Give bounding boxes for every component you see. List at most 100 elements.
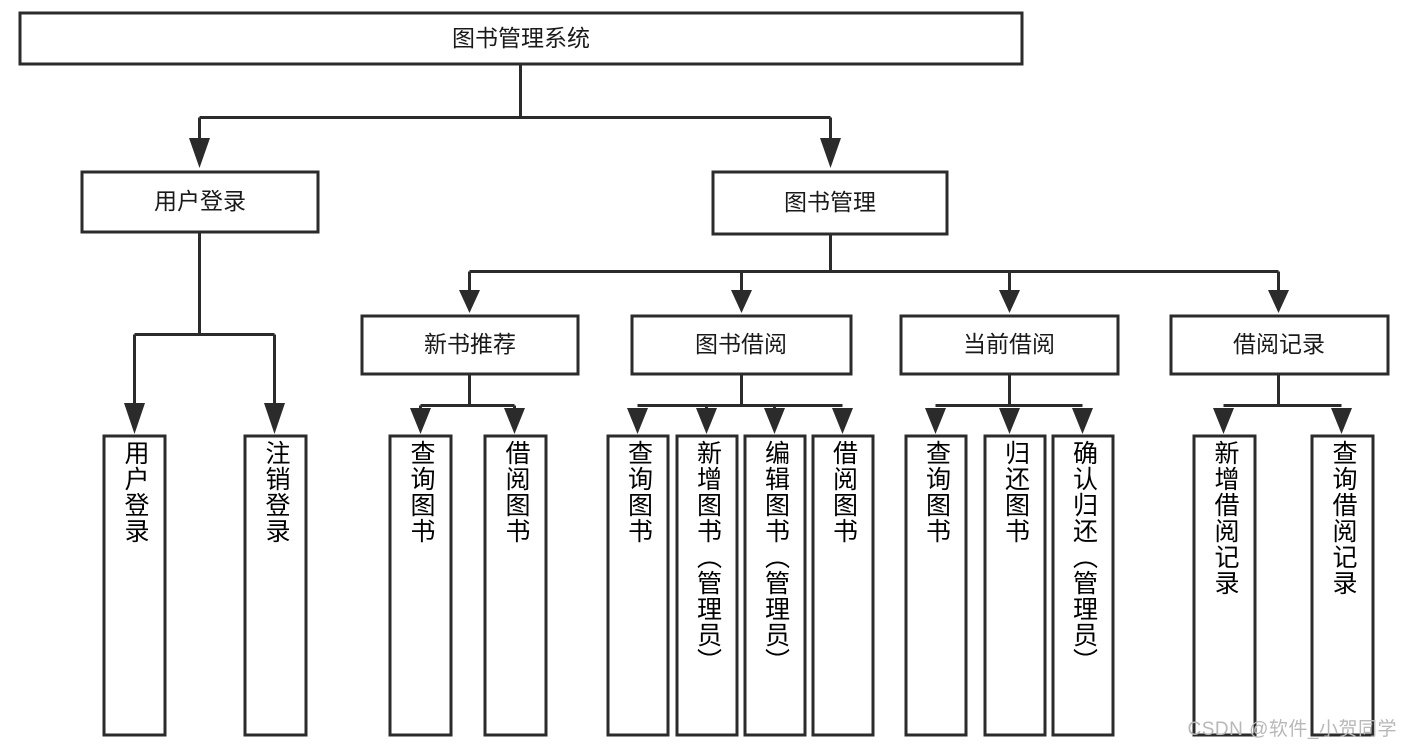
leaf-node-bb-add-book[interactable]: 新增图书（管理员）: [675, 434, 739, 737]
leaf-nbr-borrow-book-box[interactable]: [483, 434, 548, 737]
leaf-br-add-record-label: 新增借阅记录: [1211, 440, 1239, 596]
arrow-head-br-leaf-1: [1213, 408, 1234, 434]
leaf-bb-query-book-box[interactable]: [606, 434, 670, 737]
leaf-bb-query-book-label: 查询图书: [624, 440, 653, 544]
leaf-logout-box[interactable]: [243, 434, 308, 737]
node-book-management-label: 图书管理: [784, 189, 876, 215]
arrow-head-borrow-record: [1268, 290, 1289, 313]
leaf-user-login-label: 用户登录: [121, 440, 149, 544]
leaf-node-cb-query-book[interactable]: 查询图书: [904, 434, 968, 737]
leaf-bb-query-book-text-holder: 查询图书: [624, 440, 653, 544]
leaf-cb-return-book-label: 归还图书: [1001, 440, 1030, 544]
node-borrow-record-label: 借阅记录: [1233, 331, 1325, 357]
connector-group-new-book-recommend: [410, 374, 525, 434]
node-user-login-box[interactable]: [80, 170, 320, 234]
leaf-br-query-record-text-holder: 查询借阅记录: [1329, 440, 1357, 596]
arrow-head-cb-leaf-3: [1072, 408, 1093, 434]
arrow-head-book-mgmt: [820, 138, 841, 168]
node-book-borrow-box[interactable]: [630, 314, 853, 376]
leaf-cb-return-book-text-holder: 归还图书: [1001, 440, 1030, 544]
arrow-head-current-borrow: [999, 290, 1020, 313]
arrow-head-nbr-leaf-1: [410, 408, 431, 434]
leaf-cb-confirm-return-box[interactable]: [1051, 434, 1115, 737]
leaf-node-bb-query-book[interactable]: 查询图书: [606, 434, 670, 737]
leaf-user-login-box[interactable]: [102, 434, 167, 737]
leaf-bb-edit-book-text-holder: 编辑图书（管理员）: [761, 440, 790, 674]
node-borrow-record[interactable]: 借阅记录: [1169, 314, 1390, 376]
arrow-head-user-login: [189, 138, 210, 168]
arrow-head-leaf-logout: [264, 403, 285, 434]
leaf-bb-borrow-book-text-holder: 借阅图书: [829, 440, 858, 544]
leaf-logout-text-holder: 注销登录: [262, 440, 290, 544]
node-book-borrow[interactable]: 图书借阅: [630, 314, 853, 376]
arrow-head-book-borrow: [731, 290, 752, 313]
node-user-login-label: 用户登录: [154, 188, 246, 214]
leaf-bb-borrow-book-box[interactable]: [811, 434, 875, 737]
leaf-node-bb-edit-book[interactable]: 编辑图书（管理员）: [743, 434, 807, 737]
leaf-br-add-record-text-holder: 新增借阅记录: [1211, 440, 1239, 596]
node-book-management[interactable]: 图书管理: [711, 170, 949, 236]
leaf-br-query-record-label: 查询借阅记录: [1329, 440, 1357, 596]
node-new-book-recommend-label: 新书推荐: [424, 331, 516, 357]
arrow-head-cb-leaf-2: [999, 408, 1020, 434]
node-root[interactable]: 图书管理系统: [18, 11, 1024, 66]
leaf-bb-edit-book-label: 编辑图书（管理员）: [761, 440, 790, 674]
node-current-borrow-box[interactable]: [899, 314, 1120, 376]
leaf-cb-query-book-label: 查询图书: [922, 440, 951, 544]
leaf-nbr-borrow-book-label: 借阅图书: [502, 440, 530, 544]
node-book-management-box[interactable]: [711, 170, 949, 236]
node-new-book-recommend[interactable]: 新书推荐: [360, 314, 580, 376]
arrow-head-leaf-user-login: [124, 403, 145, 434]
leaf-bb-edit-book-box[interactable]: [743, 434, 807, 737]
leaf-nbr-query-book-text-holder: 查询图书: [407, 440, 435, 544]
arrow-head-new-book: [459, 290, 480, 313]
leaf-node-br-add-record[interactable]: 新增借阅记录: [1192, 434, 1257, 737]
leaf-node-nbr-query-book[interactable]: 查询图书: [388, 434, 453, 737]
leaf-bb-borrow-book-label: 借阅图书: [829, 440, 858, 544]
leaf-node-cb-confirm-return[interactable]: 确认归还（管理员）: [1051, 434, 1115, 737]
connector-group-user-login: [124, 232, 285, 434]
connector-group-borrow-record: [1213, 374, 1352, 434]
leaf-cb-confirm-return-text-holder: 确认归还（管理员）: [1069, 440, 1098, 674]
leaf-cb-query-book-text-holder: 查询图书: [922, 440, 951, 544]
leaf-user-login-text-holder: 用户登录: [121, 440, 149, 544]
leaf-node-cb-return-book[interactable]: 归还图书: [983, 434, 1047, 737]
leaf-node-nbr-borrow-book[interactable]: 借阅图书: [483, 434, 548, 737]
node-book-borrow-label: 图书借阅: [695, 331, 787, 357]
leaf-cb-return-book-box[interactable]: [983, 434, 1047, 737]
leaf-nbr-query-book-label: 查询图书: [407, 440, 435, 544]
leaf-bb-add-book-label: 新增图书（管理员）: [693, 440, 722, 674]
leaf-bb-add-book-box[interactable]: [675, 434, 739, 737]
arrow-head-bb-leaf-3: [764, 408, 785, 434]
leaf-node-user-login[interactable]: 用户登录: [102, 434, 167, 737]
leaf-cb-confirm-return-label: 确认归还（管理员）: [1069, 440, 1098, 674]
connector-group-book-mgmt: [459, 234, 1289, 313]
leaf-node-br-query-record[interactable]: 查询借阅记录: [1310, 434, 1375, 737]
arrow-head-cb-leaf-1: [925, 408, 946, 434]
node-user-login[interactable]: 用户登录: [80, 170, 320, 234]
node-current-borrow[interactable]: 当前借阅: [899, 314, 1120, 376]
arrow-head-nbr-leaf-2: [504, 408, 525, 434]
arrow-head-bb-leaf-4: [832, 408, 853, 434]
node-current-borrow-label: 当前借阅: [963, 331, 1055, 357]
connector-group-current-borrow: [925, 374, 1093, 434]
arrow-head-bb-leaf-1: [627, 408, 648, 434]
leaf-node-logout[interactable]: 注销登录: [243, 434, 308, 737]
arrow-head-bb-leaf-2: [696, 408, 717, 434]
connector-group-book-borrow: [627, 374, 853, 434]
node-new-book-recommend-box[interactable]: [360, 314, 580, 376]
node-root-label: 图书管理系统: [452, 25, 590, 51]
leaf-nbr-query-book-box[interactable]: [388, 434, 453, 737]
node-root-box[interactable]: [18, 11, 1024, 66]
leaf-br-query-record-box[interactable]: [1310, 434, 1375, 737]
node-borrow-record-box[interactable]: [1169, 314, 1390, 376]
leaf-nbr-borrow-book-text-holder: 借阅图书: [502, 440, 530, 544]
connector-group-root: [189, 64, 841, 168]
leaf-node-bb-borrow-book[interactable]: 借阅图书: [811, 434, 875, 737]
leaf-bb-add-book-text-holder: 新增图书（管理员）: [693, 440, 722, 674]
leaf-cb-query-book-box[interactable]: [904, 434, 968, 737]
arrow-head-br-leaf-2: [1331, 408, 1352, 434]
leaf-br-add-record-box[interactable]: [1192, 434, 1257, 737]
